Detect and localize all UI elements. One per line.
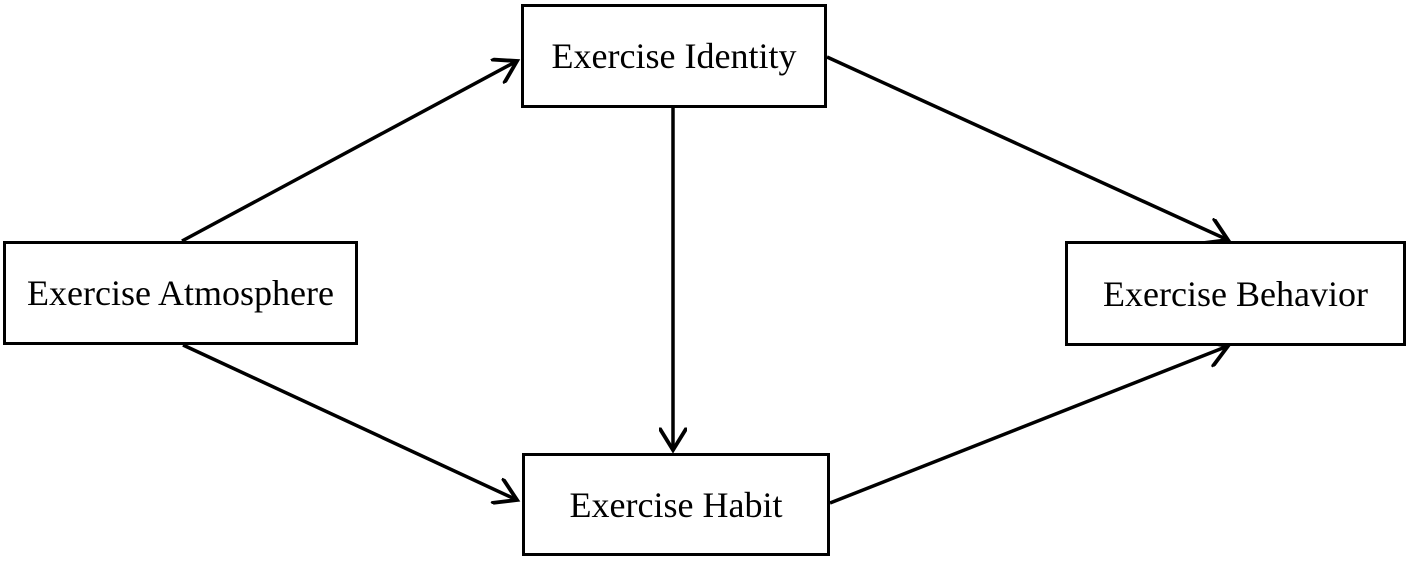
node-exercise-behavior-label: Exercise Behavior (1103, 273, 1368, 314)
edge-atmosphere-to-habit (182, 343, 517, 500)
edge-identity-to-behavior (826, 55, 1228, 240)
edge-atmosphere-to-identity (181, 61, 517, 243)
node-exercise-identity: Exercise Identity (521, 4, 827, 108)
node-exercise-behavior: Exercise Behavior (1065, 241, 1406, 346)
node-exercise-atmosphere-label: Exercise Atmosphere (27, 273, 334, 313)
node-exercise-identity-label: Exercise Identity (551, 36, 797, 76)
edge-habit-to-behavior (829, 346, 1228, 505)
node-exercise-habit: Exercise Habit (522, 453, 830, 556)
node-exercise-habit-label: Exercise Habit (569, 484, 783, 525)
node-exercise-atmosphere: Exercise Atmosphere (3, 241, 358, 345)
